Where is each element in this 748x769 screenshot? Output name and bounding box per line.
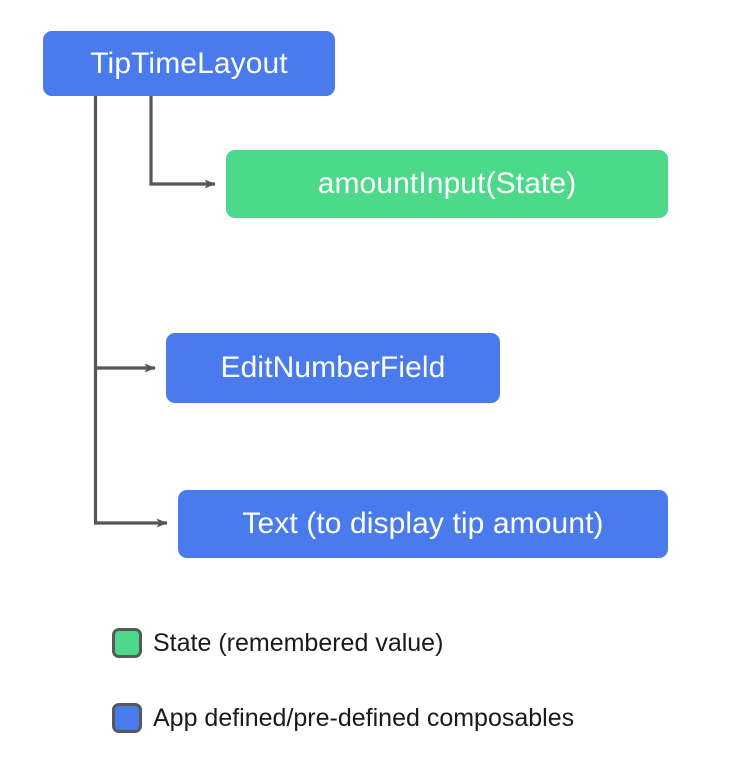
node-tiptimelayout: TipTimeLayout: [43, 31, 335, 96]
node-amountinput: amountInput(State): [226, 150, 668, 218]
legend-item-state-label: State (remembered value): [153, 628, 444, 657]
edge-tiptimelayout-to-amountinput: [149, 96, 216, 189]
node-amountinput-label: amountInput(State): [317, 167, 577, 200]
composable-swatch-icon: [112, 703, 142, 733]
node-tiptimelayout-label: TipTimeLayout: [90, 46, 288, 80]
node-editnumberfield-label: EditNumberField: [220, 351, 446, 384]
node-text-display-label: Text (to display tip amount): [242, 507, 604, 540]
legend-item-state: State (remembered value): [112, 620, 672, 666]
state-swatch-icon: [112, 628, 142, 658]
node-text-display: Text (to display tip amount): [178, 490, 668, 558]
legend: State (remembered value) App defined/pre…: [112, 620, 672, 741]
edge-trunk-left: [93, 96, 168, 528]
legend-item-composables-label: App defined/pre-defined composables: [153, 703, 575, 732]
node-editnumberfield: EditNumberField: [166, 333, 500, 403]
legend-item-composables: App defined/pre-defined composables: [112, 695, 672, 741]
